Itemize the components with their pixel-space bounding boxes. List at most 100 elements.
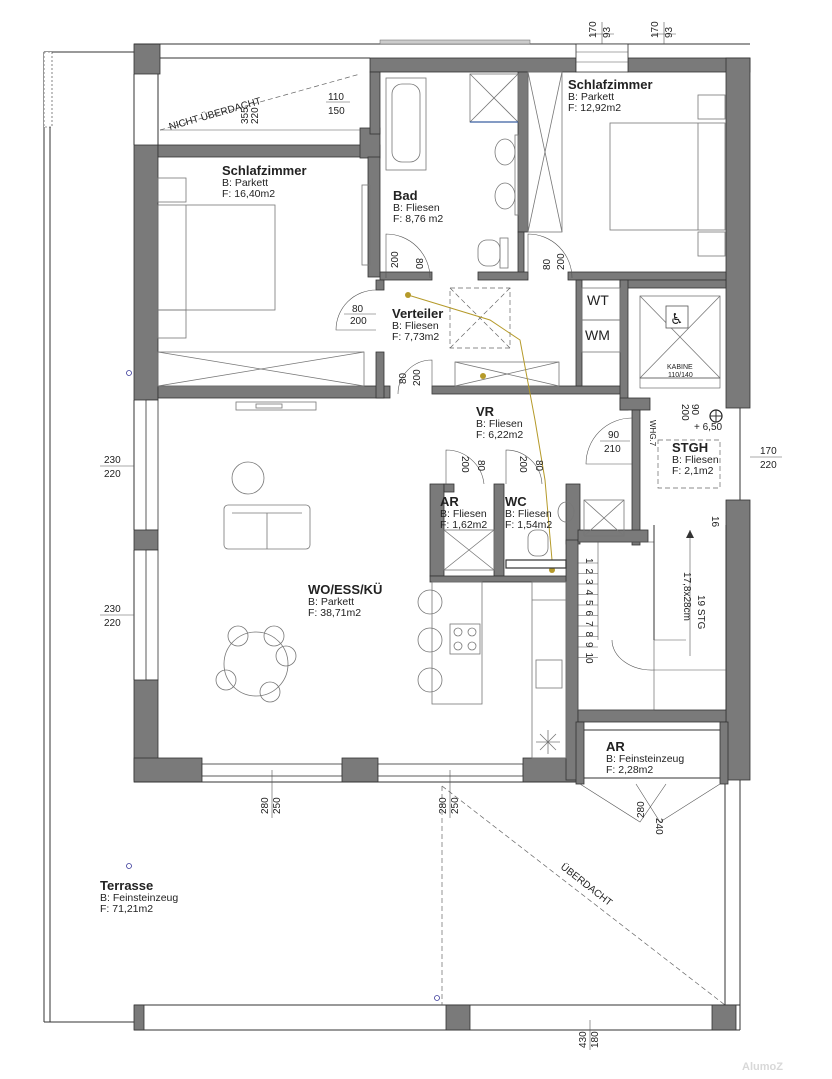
room-terrasse-name: Terrasse [100, 878, 153, 893]
living-furniture [126, 370, 567, 1001]
room-wc-floor: B: Fliesen [505, 508, 552, 520]
stair-step-7: 7 [583, 621, 594, 627]
room-schlafzimmer-right-name: Schlafzimmer [568, 77, 653, 92]
room-verteiler-name: Verteiler [392, 306, 443, 321]
dim-vr-90: 90 [608, 430, 620, 441]
dim-top-93-b: 93 [664, 26, 675, 38]
dim-bad-200: 200 [390, 251, 401, 268]
stair-step-4: 4 [583, 590, 594, 596]
stair-step-10: 10 [583, 653, 594, 665]
balcony-top: NICHT ÜBERDACHT 355 220 110 150 [159, 73, 361, 133]
bed-left [157, 177, 371, 387]
dim-vert-80: 80 [352, 304, 364, 315]
dim-110: 110 [328, 92, 344, 103]
door-dims: 80 200 80 200 80 200 80 200 200 80 200 8… [100, 251, 782, 1050]
label-kabine-size: 110/140 [668, 372, 693, 379]
dim-stgh-220: 220 [760, 460, 777, 471]
verteiler-fixtures [405, 287, 621, 573]
dim-wc-200: 200 [517, 456, 528, 473]
dim-ar-80: 80 [475, 460, 486, 472]
room-ar-terrace-area: F: 2,28m2 [606, 764, 653, 776]
terrace-frame [43, 51, 741, 1031]
elevator: ♿ [639, 295, 723, 489]
stair-step-1: 1 [583, 558, 594, 564]
room-verteiler-area: F: 7,73m2 [392, 331, 439, 343]
dim-ter-430: 430 [578, 1031, 589, 1048]
label-wt: WT [587, 292, 609, 308]
room-stgh-floor: B: Fliesen [672, 454, 719, 466]
watermark: AlumoZ [742, 1061, 783, 1073]
room-wo-ess-kue-floor: B: Parkett [308, 596, 354, 608]
dim-stgh-170: 170 [760, 446, 777, 457]
stair-step-3: 3 [583, 579, 594, 585]
room-vr-name: VR [476, 404, 495, 419]
room-bad-name: Bad [393, 188, 418, 203]
dim-vert-low-200: 200 [412, 369, 423, 386]
stair-step-5: 5 [583, 600, 594, 606]
room-schlafzimmer-right-area: F: 12,92m2 [568, 102, 621, 114]
dim-sz-80: 80 [542, 258, 553, 270]
label-stairs-count: 19 STG [695, 595, 706, 630]
stair-step-8: 8 [583, 632, 594, 638]
label-level: + 6,50 [694, 422, 723, 433]
stair-step-2: 2 [583, 569, 594, 575]
dim-bot-280-a: 280 [260, 797, 271, 814]
dim-vert-200: 200 [350, 316, 367, 327]
room-ar-small-name: AR [440, 494, 459, 509]
dim-bot-250-b: 250 [450, 797, 461, 814]
dim-top-170-a: 170 [588, 21, 599, 38]
room-ar-small-area: F: 1,62m2 [440, 519, 487, 531]
label-kabine: KABINE [667, 364, 693, 371]
room-bad-floor: B: Fliesen [393, 202, 440, 214]
dim-220-top: 220 [250, 107, 261, 124]
dim-sz-200: 200 [556, 253, 567, 270]
dim-top-93-a: 93 [602, 26, 613, 38]
room-stgh-name: STGH [672, 440, 708, 455]
terrace-overhang: ÜBERDACHT [441, 785, 726, 1006]
dim-ter-180: 180 [590, 1031, 601, 1048]
dim-vr-210: 210 [604, 444, 621, 455]
dim-left-220-a: 220 [104, 469, 121, 480]
dim-left-230-b: 230 [104, 604, 121, 615]
bed-right [527, 71, 726, 257]
dim-355: 355 [240, 107, 251, 124]
dim-bot-280-b: 280 [438, 797, 449, 814]
dim-bad-80: 80 [413, 258, 424, 270]
room-schlafzimmer-left-name: Schlafzimmer [222, 163, 307, 178]
doors [335, 233, 721, 823]
room-terrasse-area: F: 71,21m2 [100, 903, 153, 915]
misc-labels: WT WM KABINE 110/140 19 STG 17,8x28cm + … [585, 292, 783, 1073]
dim-left-230-a: 230 [104, 455, 121, 466]
room-schlafzimmer-right-floor: B: Parkett [568, 91, 614, 103]
wc-fixtures [443, 499, 625, 571]
room-ar-terrace-floor: B: Feinsteinzeug [606, 753, 684, 765]
dim-ar-200: 200 [459, 456, 470, 473]
wheelchair-icon: ♿ [670, 311, 683, 328]
stair-step-9: 9 [583, 642, 594, 648]
dim-top-170-b: 170 [650, 21, 661, 38]
room-vr-floor: B: Fliesen [476, 418, 523, 430]
dim-lift-200: 200 [679, 404, 690, 421]
label-wm: WM [585, 327, 610, 343]
stair-step-numbers: 1 2 3 4 5 6 7 8 9 10 [578, 558, 598, 664]
dim-stair-16: 16 [709, 516, 720, 528]
dim-bot-250-a: 250 [272, 797, 283, 814]
dim-ar-t-280: 280 [636, 801, 647, 818]
label-whg: WHG.7 [648, 420, 657, 447]
room-wc-area: F: 1,54m2 [505, 519, 552, 531]
top-dims: 170 93 170 93 [588, 21, 676, 44]
dim-ar-t-240: 240 [653, 818, 664, 835]
exterior-walls [133, 39, 751, 783]
room-labels: Schlafzimmer B: Parkett F: 16,40m2 Schla… [100, 77, 719, 915]
bathroom-fixtures [385, 73, 519, 269]
room-stgh-area: F: 2,1m2 [672, 465, 714, 477]
room-vr-area: F: 6,22m2 [476, 429, 523, 441]
room-bad-area: F: 8,76 m2 [393, 213, 443, 225]
stair-step-6: 6 [583, 611, 594, 617]
dim-wc-80: 80 [533, 460, 544, 472]
room-wo-ess-kue-name: WO/ESS/KÜ [308, 582, 382, 597]
room-wc-name: WC [505, 494, 527, 509]
dim-150: 150 [328, 106, 345, 117]
room-ar-terrace-name: AR [606, 739, 625, 754]
